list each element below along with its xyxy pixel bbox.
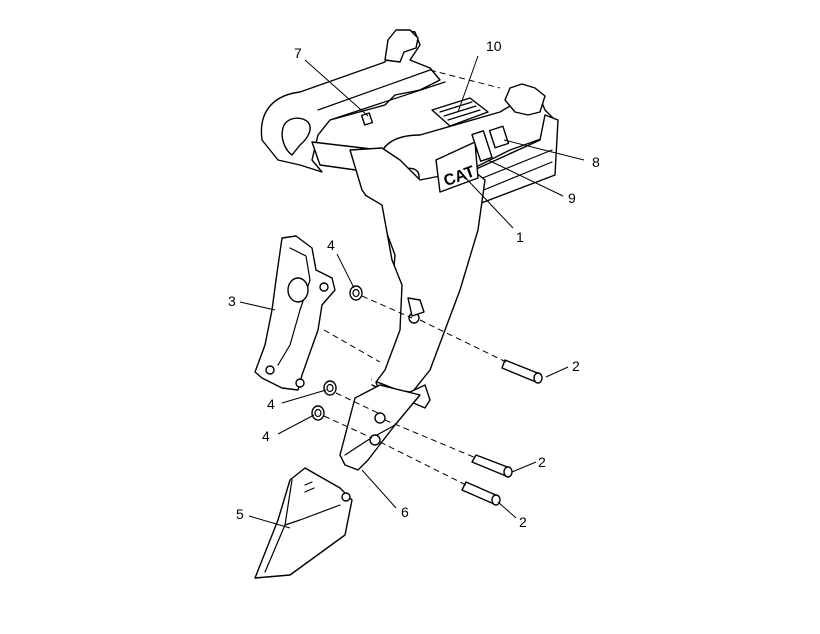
callout-10: 10 — [486, 38, 502, 54]
assembly-lines — [323, 295, 507, 486]
callout-6: 6 — [401, 504, 409, 520]
tip — [254, 467, 353, 579]
callout-7: 7 — [294, 45, 302, 61]
shank — [339, 194, 431, 471]
side-protector — [254, 235, 336, 391]
callout-9: 9 — [568, 190, 576, 206]
retainers — [311, 285, 363, 421]
callout-4a: 4 — [327, 237, 335, 253]
callout-4b: 4 — [267, 396, 275, 412]
callout-3: 3 — [228, 293, 236, 309]
pins — [461, 359, 543, 506]
callout-2b: 2 — [538, 454, 546, 470]
callouts: 1 2 2 2 3 4 4 4 5 6 7 8 9 10 — [228, 38, 600, 530]
callout-4c: 4 — [262, 428, 270, 444]
callout-2a: 2 — [572, 358, 580, 374]
callout-8: 8 — [592, 154, 600, 170]
leader-lines — [239, 55, 585, 529]
callout-5: 5 — [236, 506, 244, 522]
callout-2c: 2 — [519, 514, 527, 530]
callout-1: 1 — [516, 229, 524, 245]
